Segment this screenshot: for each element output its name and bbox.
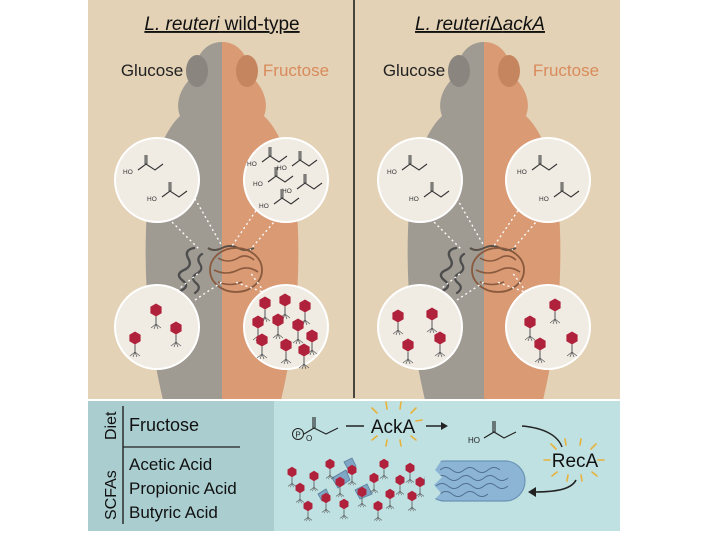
scfa-acetic: Acetic Acid (129, 455, 212, 474)
diet-tag: Diet (103, 411, 120, 440)
circle-acetate-fructose-mutant (505, 137, 591, 223)
curve-to-recA (521, 425, 563, 448)
right-blank-margin (620, 0, 708, 531)
scfa-propionic: Propionic Acid (129, 479, 237, 498)
circle-acetate-fructose-wt (243, 137, 329, 223)
circle-phage-glucose-mutant (377, 284, 463, 370)
circle-phage-glucose-wt (114, 284, 200, 370)
bacterium (424, 460, 526, 502)
acetic-acid: HO (468, 421, 517, 445)
label-glucose-wild-type: Glucose (121, 61, 183, 80)
phosphate-label: P (295, 431, 300, 440)
scfa-tag: SCFAs (103, 470, 120, 520)
diet-value: Fructose (129, 415, 199, 435)
acetyl-phosphate: P O (292, 417, 339, 443)
hydroxyl-label-bottom: HO (468, 436, 480, 445)
arrow-to-acetate (426, 422, 448, 430)
left-blank-margin (0, 0, 88, 531)
circle-phage-fructose-wt (243, 284, 329, 370)
circle-acetate-glucose-mutant (377, 137, 463, 223)
recA-enzyme: RecA (543, 438, 605, 482)
title-ackA-mutant: L. reuteriΔackA (415, 14, 545, 35)
bottom-left-panel (88, 400, 274, 531)
arrow-to-bacterium (528, 479, 577, 497)
circle-phage-fructose-mutant (505, 284, 591, 370)
ackA-enzyme: AckA (371, 401, 423, 447)
svg-text:AckA: AckA (371, 417, 416, 438)
label-fructose-ackA-mutant: Fructose (533, 61, 599, 80)
circle-acetate-glucose-wt (114, 137, 200, 223)
label-glucose-ackA-mutant: Glucose (383, 61, 445, 80)
label-fructose-wild-type: Fructose (263, 61, 329, 80)
title-wild-type: L. reuteri wild-type (144, 14, 299, 35)
svg-text:O: O (306, 434, 312, 443)
svg-text:RecA: RecA (552, 451, 599, 472)
scfa-butyric: Butyric Acid (129, 503, 218, 522)
